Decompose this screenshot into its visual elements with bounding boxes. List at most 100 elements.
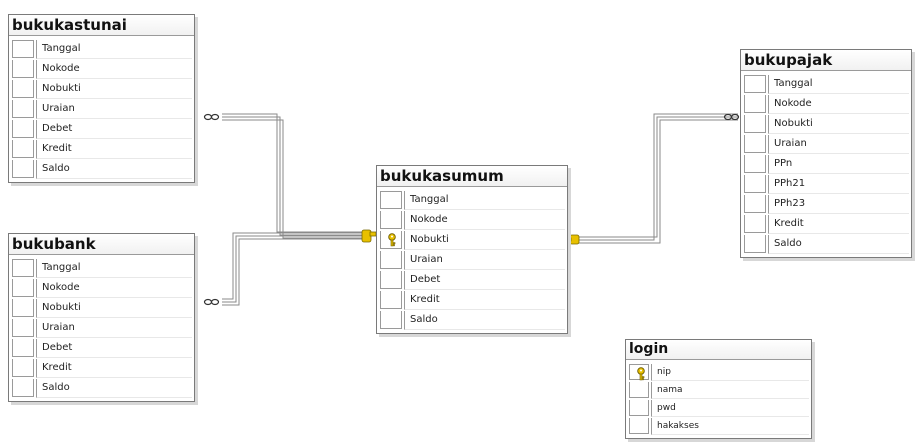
column-name: Nokode (768, 95, 909, 114)
column-row[interactable]: Kredit (12, 358, 192, 378)
column-row[interactable]: pwd (629, 399, 809, 417)
column-row[interactable]: Tanggal (744, 74, 909, 94)
row-selector[interactable] (12, 120, 34, 138)
column-row[interactable]: Tanggal (12, 39, 192, 59)
row-selector[interactable] (12, 140, 34, 158)
row-selector[interactable] (12, 279, 34, 297)
column-row[interactable]: Saldo (12, 159, 192, 179)
row-selector[interactable] (12, 359, 34, 377)
column-row[interactable]: Nokode (744, 94, 909, 114)
column-row[interactable]: Nobukti (744, 114, 909, 134)
column-row[interactable]: Nobukti (12, 79, 192, 99)
table-title: bukukastunai (9, 15, 194, 36)
row-selector[interactable] (12, 379, 34, 397)
row-selector[interactable] (744, 95, 766, 113)
row-selector[interactable] (629, 400, 649, 416)
column-row[interactable]: Kredit (380, 290, 565, 310)
column-row[interactable]: Uraian (12, 318, 192, 338)
row-selector[interactable] (629, 364, 649, 381)
column-name: Tanggal (36, 259, 192, 278)
row-selector[interactable] (744, 115, 766, 133)
column-row[interactable]: Debet (380, 270, 565, 290)
row-selector[interactable] (744, 75, 766, 93)
column-row[interactable]: Nokode (380, 210, 565, 230)
row-selector[interactable] (12, 319, 34, 337)
column-row[interactable]: Debet (12, 338, 192, 358)
column-name: Kredit (404, 291, 565, 310)
column-name: Uraian (768, 135, 909, 154)
row-selector[interactable] (744, 235, 766, 253)
column-row[interactable]: Nobukti (12, 298, 192, 318)
column-name: Kredit (36, 359, 192, 378)
primary-key-icon (388, 233, 396, 247)
infinity-icon (203, 113, 220, 121)
row-selector[interactable] (12, 80, 34, 98)
table-title: bukubank (9, 234, 194, 255)
column-row[interactable]: Saldo (12, 378, 192, 398)
key-icon (361, 229, 377, 243)
row-selector[interactable] (380, 271, 402, 289)
column-row[interactable]: Nokode (12, 59, 192, 79)
column-row[interactable]: Kredit (744, 214, 909, 234)
column-name: Nokode (36, 279, 192, 298)
column-row[interactable]: hakakses (629, 417, 809, 435)
column-row[interactable]: Saldo (380, 310, 565, 330)
column-row[interactable]: PPn (744, 154, 909, 174)
column-name: Saldo (768, 235, 909, 254)
column-row[interactable]: Nobukti (380, 230, 565, 250)
row-selector[interactable] (744, 195, 766, 213)
row-selector[interactable] (12, 160, 34, 178)
column-row[interactable]: Tanggal (380, 190, 565, 210)
column-row[interactable]: nip (629, 363, 809, 381)
row-selector[interactable] (744, 155, 766, 173)
row-selector[interactable] (744, 215, 766, 233)
row-selector[interactable] (380, 311, 402, 329)
row-selector[interactable] (744, 175, 766, 193)
row-selector[interactable] (12, 299, 34, 317)
row-selector[interactable] (380, 231, 402, 249)
column-name: PPh21 (768, 175, 909, 194)
row-selector[interactable] (380, 251, 402, 269)
column-name: Debet (36, 339, 192, 358)
row-selector[interactable] (380, 191, 402, 209)
column-row[interactable]: PPh21 (744, 174, 909, 194)
row-selector[interactable] (12, 339, 34, 357)
column-row[interactable]: Uraian (380, 250, 565, 270)
infinity-icon (203, 298, 220, 306)
column-row[interactable]: nama (629, 381, 809, 399)
relationship-line-bukubank (222, 232, 368, 300)
column-row[interactable]: PPh23 (744, 194, 909, 214)
column-row[interactable]: Kredit (12, 139, 192, 159)
column-name: pwd (651, 400, 809, 417)
row-selector[interactable] (12, 259, 34, 277)
row-selector[interactable] (744, 135, 766, 153)
column-row[interactable]: Saldo (744, 234, 909, 254)
column-name: Saldo (36, 160, 192, 179)
column-row[interactable]: Uraian (12, 99, 192, 119)
column-name: Nokode (404, 211, 565, 230)
row-selector[interactable] (380, 211, 402, 229)
column-name: Tanggal (36, 40, 192, 59)
row-selector[interactable] (12, 60, 34, 78)
column-name: Nobukti (36, 299, 192, 318)
infinity-icon (723, 113, 740, 121)
column-row[interactable]: Uraian (744, 134, 909, 154)
row-selector[interactable] (629, 382, 649, 398)
row-selector[interactable] (12, 40, 34, 58)
column-name: hakakses (651, 418, 809, 435)
row-selector[interactable] (12, 100, 34, 118)
column-name: Saldo (404, 311, 565, 330)
column-row[interactable]: Debet (12, 119, 192, 139)
column-row[interactable]: Nokode (12, 278, 192, 298)
column-name: Debet (36, 120, 192, 139)
key-icon (565, 234, 580, 245)
row-selector[interactable] (629, 418, 649, 434)
row-selector[interactable] (380, 291, 402, 309)
column-row[interactable]: Tanggal (12, 258, 192, 278)
relationship-line-bukukastunai (222, 113, 368, 233)
